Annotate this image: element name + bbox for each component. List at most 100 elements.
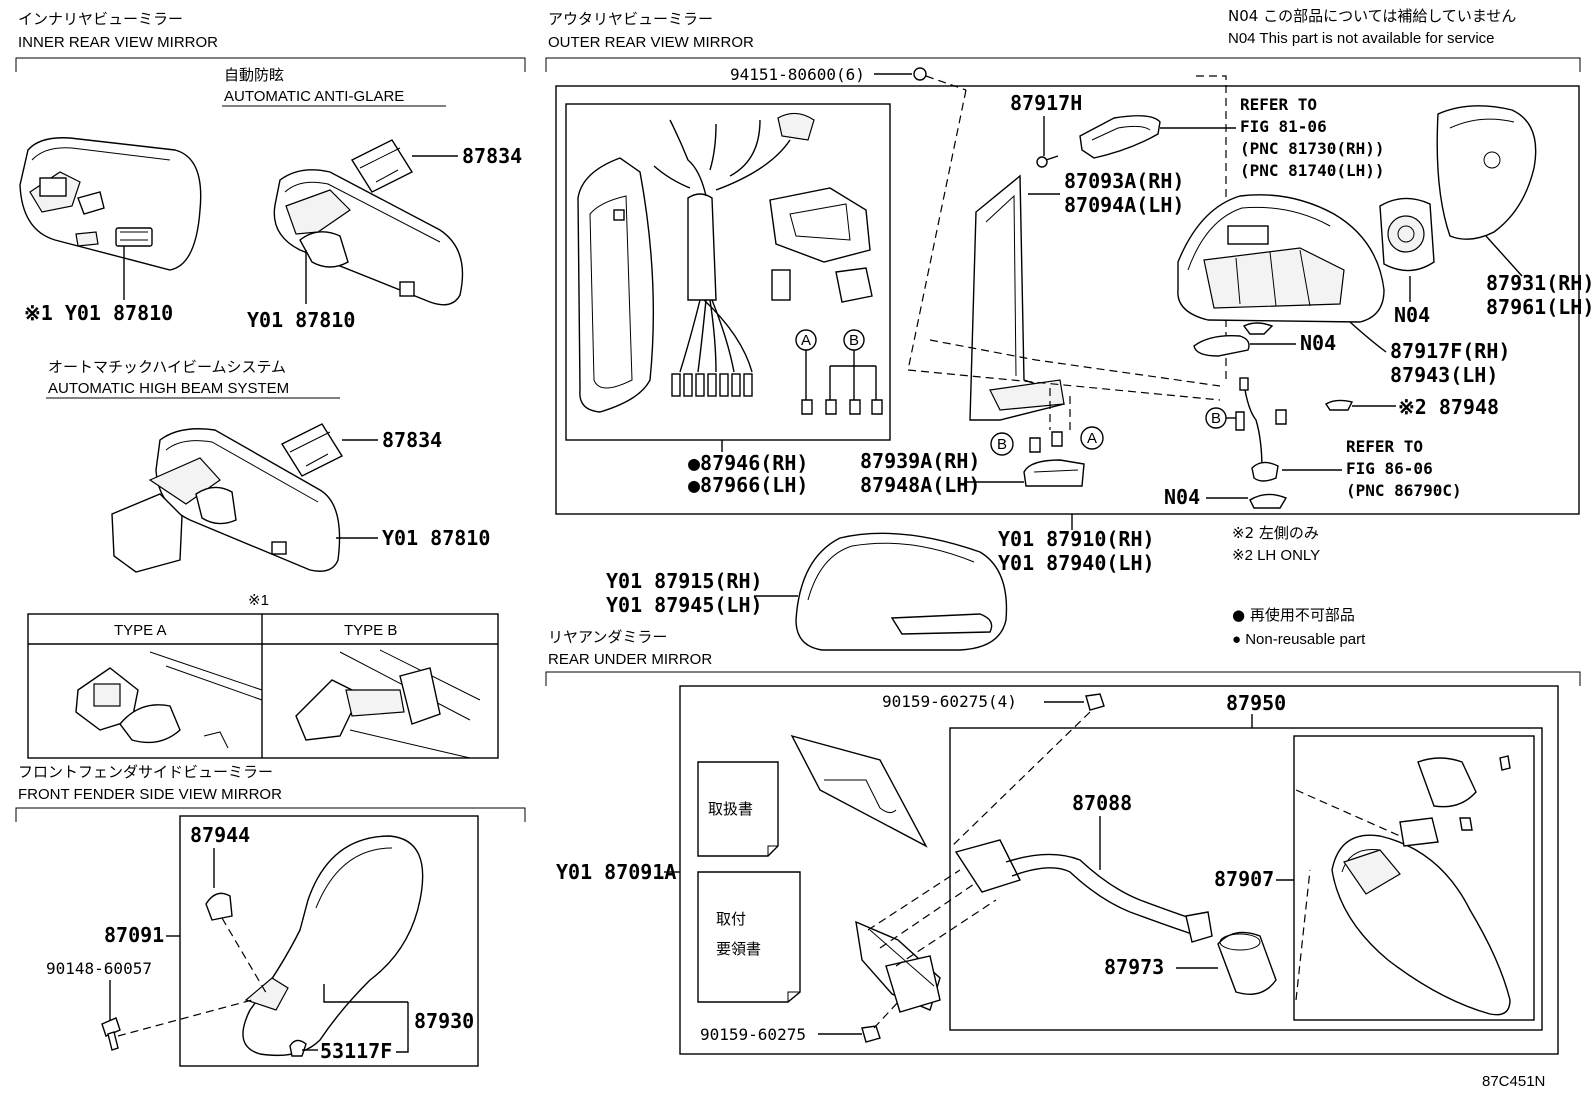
callout-87931: 87931(RH) bbox=[1486, 271, 1592, 295]
stay-arm-87088 bbox=[954, 839, 1213, 943]
callout-87943: 87943(LH) bbox=[1390, 363, 1498, 387]
mirror-motor bbox=[1379, 197, 1435, 272]
inner-title-en: INNER REAR VIEW MIRROR bbox=[18, 34, 218, 51]
dashed-90148 bbox=[117, 999, 253, 1037]
nonreuse-en: ● Non-reusable part bbox=[1232, 631, 1366, 648]
bracket-n04 bbox=[1193, 335, 1250, 357]
bolt-90148 bbox=[101, 1017, 121, 1051]
dashed-87944 bbox=[221, 917, 269, 997]
dashed-frame-3 bbox=[929, 339, 1221, 387]
template-sheet bbox=[790, 734, 928, 848]
type-b-label: TYPE B bbox=[344, 622, 397, 639]
under-outer-box bbox=[679, 685, 1559, 1055]
callout-87810b: Y01 87810 bbox=[247, 308, 355, 332]
outer-title-jp: アウタリヤビューミラー bbox=[548, 10, 713, 28]
part-87834b bbox=[280, 423, 344, 477]
ref2-b: FIG 86-06 bbox=[1346, 459, 1433, 478]
booklet-install-label-1: 取付 bbox=[716, 910, 746, 928]
under-mirror-box bbox=[1293, 735, 1535, 1021]
high-beam-en: AUTOMATIC HIGH BEAM SYSTEM bbox=[48, 380, 289, 397]
leader-87930 bbox=[323, 984, 409, 1053]
callout-87907: 87907 bbox=[1214, 867, 1274, 891]
callout-87915: Y01 87915(RH) bbox=[606, 569, 763, 593]
booklet-install: 取付 要領書 bbox=[697, 871, 801, 1003]
n04-note-jp: N04 この部品については補給していません bbox=[1228, 7, 1516, 25]
callout-87948a: 87948A(LH) bbox=[860, 473, 980, 497]
mirror-glass-87931 bbox=[1436, 105, 1537, 240]
callout-87945: Y01 87945(LH) bbox=[606, 593, 763, 617]
callout-87940: Y01 87940(LH) bbox=[998, 551, 1155, 575]
booklet-install-label-2: 要領書 bbox=[716, 940, 761, 958]
circle-b-3: B bbox=[997, 436, 1007, 453]
callout-90159a: 90159-60275(4) bbox=[882, 692, 1017, 711]
under-bracket bbox=[545, 671, 1581, 686]
callout-87091a: Y01 87091A bbox=[556, 860, 676, 884]
pad-87948 bbox=[1325, 399, 1354, 411]
callout-87091: 87091 bbox=[104, 923, 164, 947]
screw-set: A B bbox=[795, 329, 883, 415]
type-b-detail bbox=[295, 649, 481, 759]
leader-87931 bbox=[1485, 235, 1523, 277]
cap-87973 bbox=[1217, 931, 1277, 995]
mirror-glass-87093 bbox=[969, 174, 1065, 421]
wiring-harness bbox=[577, 112, 873, 413]
dashed-frame-1 bbox=[907, 89, 1221, 401]
mirror-housing bbox=[1177, 194, 1385, 335]
callout-87944: 87944 bbox=[190, 823, 250, 847]
inner-bracket bbox=[15, 57, 526, 72]
mirror-cover-87915 bbox=[795, 532, 1008, 651]
under-bracket-assembly bbox=[855, 920, 941, 1013]
callout-n04b: N04 bbox=[1300, 331, 1336, 355]
callout-87093: 87093A(RH) bbox=[1064, 169, 1184, 193]
ref1-c: (PNC 81730(RH)) bbox=[1240, 139, 1385, 158]
fender-bracket bbox=[15, 807, 526, 822]
callout-90159b: 90159-60275 bbox=[700, 1025, 806, 1044]
base-cable: B bbox=[1205, 377, 1287, 482]
callout-87834b: 87834 bbox=[382, 428, 442, 452]
lh-only-jp: ※2 左側のみ bbox=[1232, 524, 1319, 542]
callout-87910: Y01 87910(RH) bbox=[998, 527, 1155, 551]
circle-a-1: A bbox=[801, 332, 811, 349]
fender-title-jp: フロントフェンダサイドビューミラー bbox=[18, 763, 273, 781]
callout-87973: 87973 bbox=[1104, 955, 1164, 979]
callout-90148: 90148-60057 bbox=[46, 959, 152, 978]
callout-n04a: N04 bbox=[1394, 303, 1430, 327]
callout-87966: ●87966(LH) bbox=[688, 473, 808, 497]
callout-87950: 87950 bbox=[1226, 691, 1286, 715]
anti-glare-jp: 自動防眩 bbox=[224, 66, 284, 84]
under-kit-box bbox=[949, 727, 1543, 1031]
pad-n04c bbox=[1249, 493, 1288, 509]
type-table bbox=[27, 613, 499, 759]
callout-87834a: 87834 bbox=[462, 144, 522, 168]
callout-87961: 87961(LH) bbox=[1486, 295, 1592, 319]
circle-a-2: A bbox=[1087, 430, 1097, 447]
bolt-90159a bbox=[1085, 693, 1105, 711]
dashed-under-2 bbox=[1295, 789, 1401, 1001]
type-mark: ※1 bbox=[248, 592, 269, 609]
clip-94151 bbox=[913, 67, 927, 81]
callout-53117: 53117F bbox=[320, 1039, 392, 1063]
callout-87088: 87088 bbox=[1072, 791, 1132, 815]
fender-box bbox=[179, 815, 479, 1067]
inner-mirror-3 bbox=[111, 428, 341, 573]
wiring-box bbox=[565, 103, 891, 441]
bolt-90159b bbox=[861, 1025, 881, 1043]
outer-bracket bbox=[545, 57, 1581, 72]
circle-b-2: B bbox=[1211, 410, 1221, 427]
n04-note-en: N04 This part is not available for servi… bbox=[1228, 30, 1495, 47]
dashed-94151 bbox=[925, 75, 967, 91]
circle-b-1: B bbox=[849, 332, 859, 349]
callout-87946: ●87946(RH) bbox=[688, 451, 808, 475]
callout-87810c: Y01 87810 bbox=[382, 526, 490, 550]
ref1-a: REFER TO bbox=[1240, 95, 1317, 114]
under-title-en: REAR UNDER MIRROR bbox=[548, 651, 712, 668]
dashed-frame-2 bbox=[1196, 75, 1227, 380]
type-a-label: TYPE A bbox=[114, 622, 167, 639]
dashed-frame-4 bbox=[1049, 388, 1071, 430]
under-mirror-87907 bbox=[1331, 755, 1511, 1016]
callout-87917h: 87917H bbox=[1010, 91, 1082, 115]
under-title-jp: リヤアンダミラー bbox=[548, 628, 667, 646]
dashed-90159b bbox=[873, 999, 901, 1029]
